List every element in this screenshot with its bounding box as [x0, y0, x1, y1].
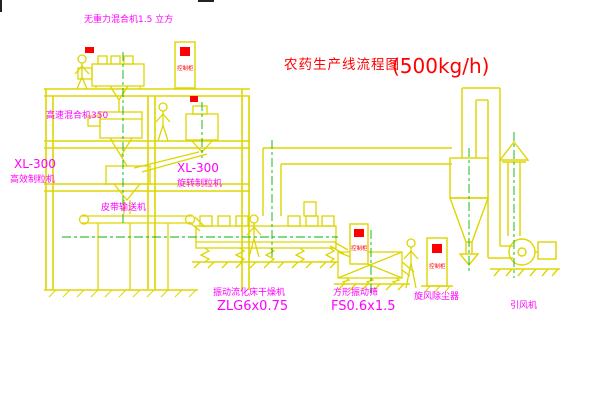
building-structure [44, 88, 250, 290]
vent-stub [303, 201, 317, 217]
induced-draft-fan [490, 238, 560, 277]
worker-figure-2 [155, 102, 171, 142]
viewport-artifact-marks [0, 0, 214, 12]
rotary-granulator [133, 96, 219, 173]
page-title: 农药生产线流程图 [284, 57, 400, 73]
centerlines [62, 52, 515, 295]
worker-figure-1 [74, 54, 90, 90]
worker-figure-4 [403, 238, 419, 289]
ground-hatching-left [44, 289, 198, 298]
granulator-left-model: XL-300 [14, 157, 56, 171]
vibrating-screen [334, 251, 415, 291]
title-capacity: (500kg/h) [392, 54, 489, 78]
screen-model-label: FS0.6x1.5 [331, 299, 396, 314]
fan-label: 引风机 [510, 299, 537, 311]
fluid-bed-dryer [192, 201, 338, 269]
belt-conveyor-label: 皮带输送机 [101, 201, 146, 213]
granulator-left-label: 高效制粒机 [10, 173, 55, 185]
indicator-light [85, 47, 94, 53]
cabinet-label: 控制柜 [177, 64, 194, 72]
high-speed-mixer [87, 111, 143, 167]
cabinet-label: 控制柜 [429, 262, 446, 270]
control-cabinet-2: 控制柜 [349, 223, 369, 265]
exhaust-duct [262, 147, 452, 216]
cabinet-label: 控制柜 [351, 244, 368, 252]
discharge-chute [329, 241, 349, 255]
granulator-mid-model: XL-300 [177, 161, 219, 175]
cyclone-label: 旋风除尘器 [414, 290, 459, 302]
gravity-mixer-label: 无重力混合机1.5 立方 [84, 13, 173, 25]
control-cabinet-3: 控制柜 [421, 237, 453, 293]
high-speed-mixer-label: 高速混合机350 [46, 109, 108, 121]
screen-label: 方形振动筛 [333, 286, 378, 298]
cyclone-exhaust-pipe [461, 87, 513, 259]
granulator-mid-label: 旋转制粒机 [177, 177, 222, 189]
gravity-mixer [77, 47, 145, 112]
dryer-label: 振动流化床干燥机 [213, 286, 285, 298]
cabinet-indicator [432, 244, 442, 253]
indicator-light [190, 96, 198, 102]
dryer-model-label: ZLG6x0.75 [217, 299, 288, 314]
control-cabinet-1: 控制柜 [174, 41, 196, 89]
granulator [105, 165, 151, 214]
cabinet-indicator [354, 229, 364, 237]
cabinet-indicator [180, 47, 190, 56]
belt-conveyor [78, 214, 206, 290]
